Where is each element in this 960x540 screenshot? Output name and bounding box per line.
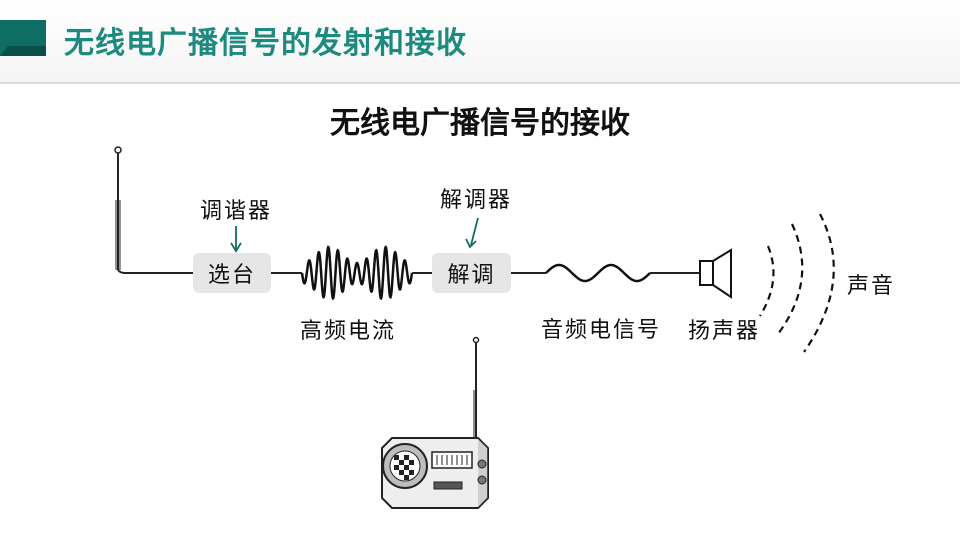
audio-wave	[545, 263, 651, 283]
high-frequency-current-label: 高频电流	[300, 319, 397, 344]
demodulator-box: 解调	[432, 253, 511, 293]
antenna-icon	[114, 146, 193, 274]
demodulator-label: 解调器	[440, 188, 513, 213]
tuner-arrow-icon	[230, 226, 242, 253]
speaker-icon	[699, 248, 732, 299]
speaker-label: 扬声器	[688, 319, 761, 344]
high-frequency-wave	[300, 245, 414, 301]
tuner-box: 选台	[193, 253, 271, 293]
page-title: 无线电广播信号的发射和接收	[64, 26, 467, 61]
header-divider	[0, 82, 960, 84]
sound-label: 声音	[847, 274, 896, 299]
demodulator-arrow-icon	[465, 217, 479, 249]
header-accent-icon	[0, 20, 46, 56]
audio-signal-label: 音频电信号	[541, 318, 662, 343]
sound-wave-icon	[759, 213, 835, 353]
radio-icon	[381, 336, 489, 509]
diagram-title: 无线电广播信号的接收	[330, 106, 630, 141]
header-bar	[0, 0, 960, 84]
tuner-label: 调谐器	[200, 199, 273, 224]
